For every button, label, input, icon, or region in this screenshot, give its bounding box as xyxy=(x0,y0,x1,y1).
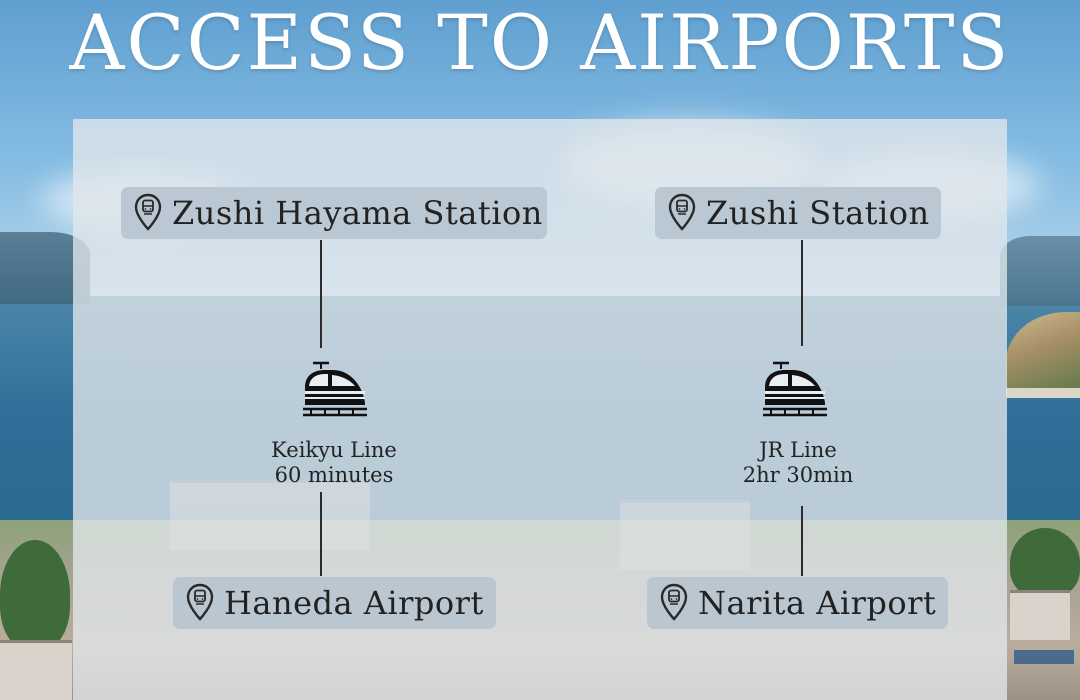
line-name: JR Line xyxy=(759,438,837,462)
building xyxy=(0,640,72,700)
route-info: JR Line 2hr 30min xyxy=(698,438,898,488)
destination-airport-name: Haneda Airport xyxy=(224,584,484,622)
station-pin-icon xyxy=(667,193,697,233)
travel-duration: 60 minutes xyxy=(274,463,394,487)
tree xyxy=(1010,528,1080,598)
station-pin-icon xyxy=(133,193,163,233)
origin-station-name: Zushi Hayama Station xyxy=(172,194,543,232)
destination-airport-pill: Narita Airport xyxy=(647,577,948,629)
page-title: ACCESS TO AIRPORTS xyxy=(69,0,1011,87)
route-connector-line xyxy=(801,506,803,576)
destination-airport-pill: Haneda Airport xyxy=(173,577,496,629)
origin-station-pill: Zushi Hayama Station xyxy=(121,187,547,239)
route-connector-line xyxy=(320,240,322,348)
origin-station-name: Zushi Station xyxy=(706,194,930,232)
travel-duration: 2hr 30min xyxy=(742,463,854,487)
tree xyxy=(0,540,70,650)
route-connector-line xyxy=(801,240,803,346)
coastline xyxy=(1006,388,1080,398)
route-info: Keikyu Line 60 minutes xyxy=(234,438,434,488)
distant-hill xyxy=(1000,236,1080,306)
station-pin-icon xyxy=(185,583,215,623)
line-name: Keikyu Line xyxy=(271,438,397,462)
building-roof xyxy=(1014,650,1074,664)
route-connector-line xyxy=(320,492,322,576)
station-pin-icon xyxy=(659,583,689,623)
destination-airport-name: Narita Airport xyxy=(698,584,937,622)
train-icon xyxy=(759,361,829,419)
train-icon xyxy=(299,361,369,419)
origin-station-pill: Zushi Station xyxy=(655,187,941,239)
building xyxy=(1010,590,1070,640)
